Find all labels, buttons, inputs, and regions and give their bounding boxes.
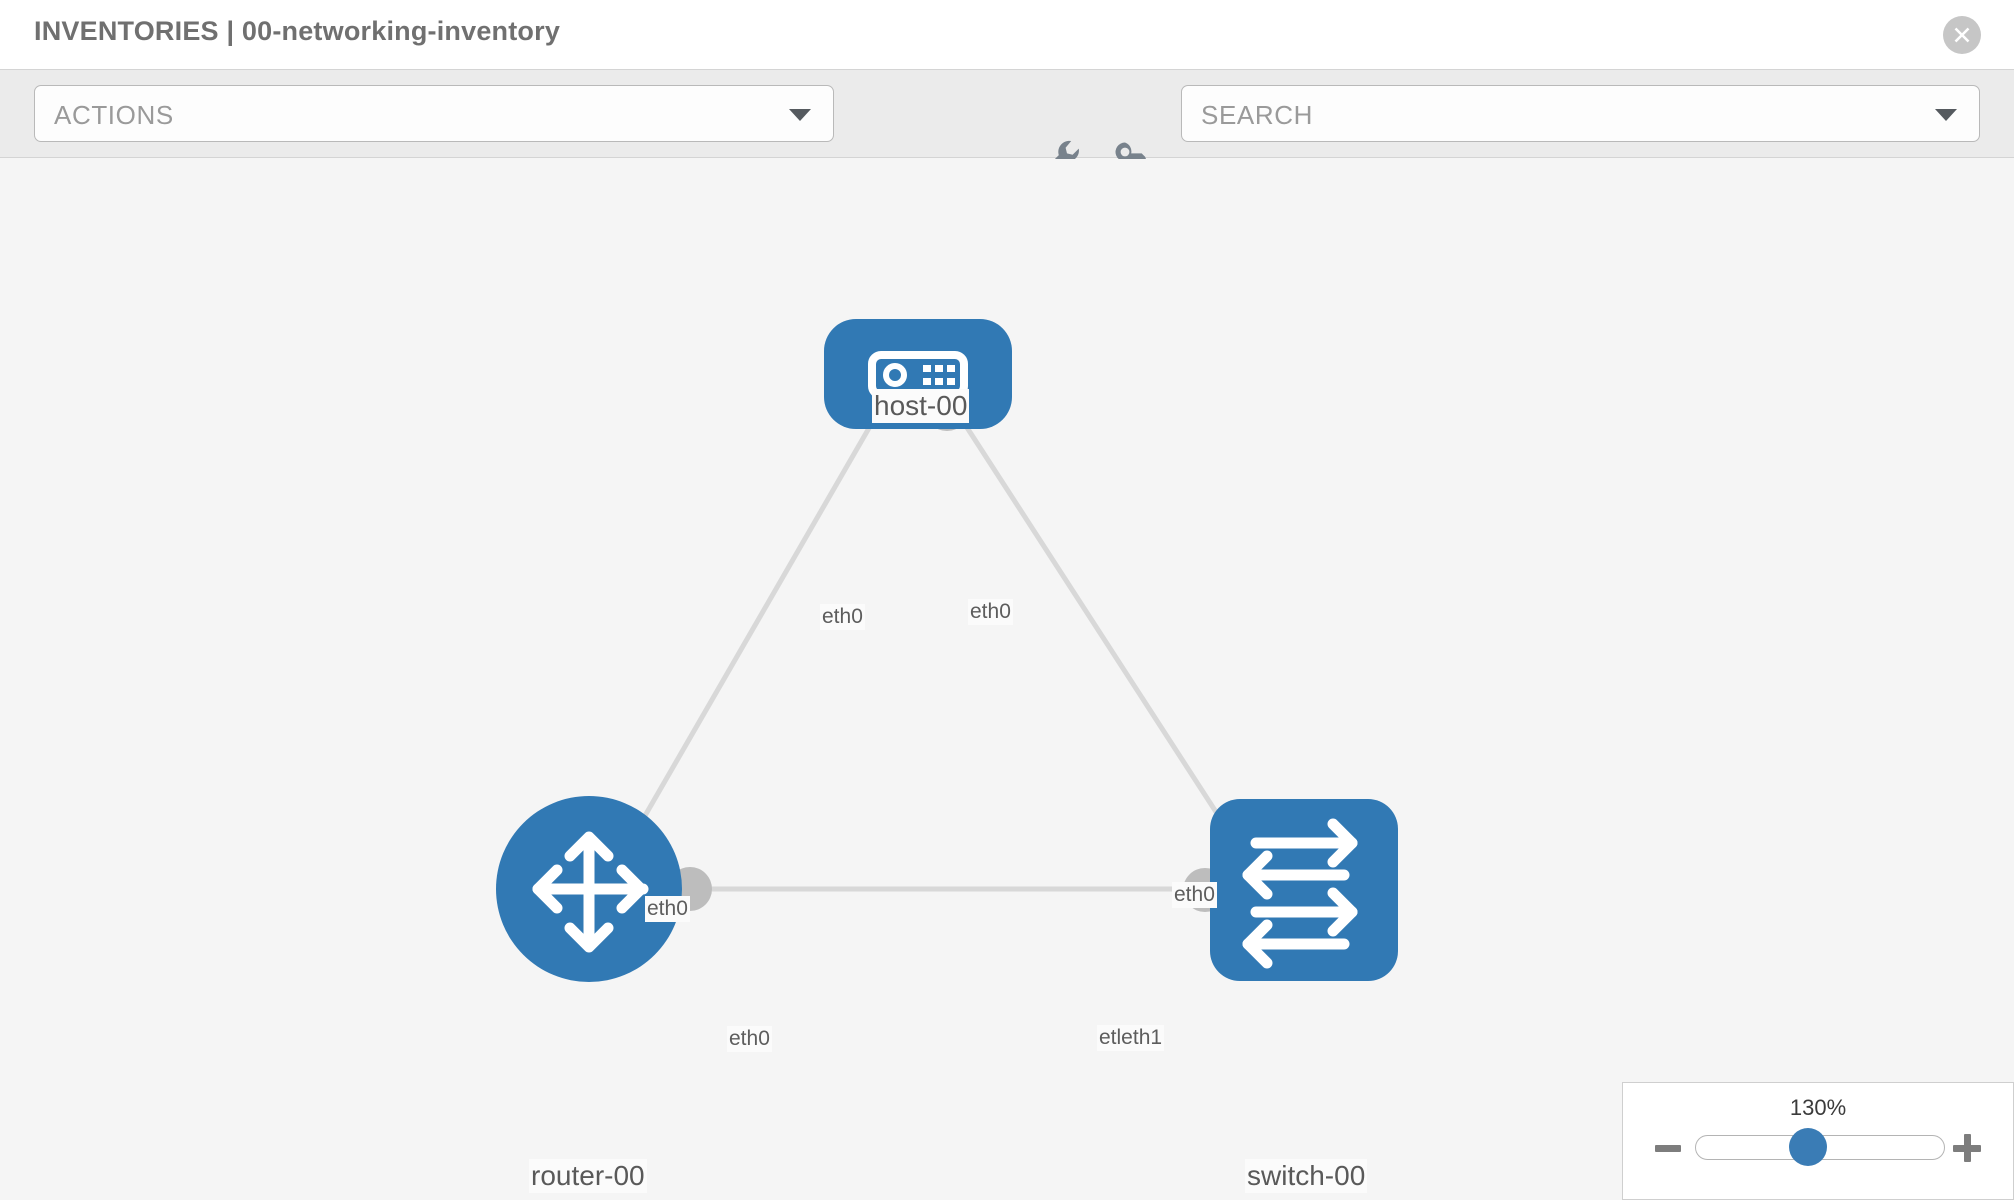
topology-graph — [496, 319, 1398, 982]
node-label-switch-00: switch-00 — [1245, 1159, 1368, 1193]
toolbar: ACTIONS SEARCH — [0, 69, 2014, 173]
actions-dropdown-value: ACTIONS — [54, 100, 174, 130]
node-label-router-00: router-00 — [529, 1159, 647, 1193]
topology-canvas[interactable]: host-00 router-00 switch-00 eth0 eth0 et… — [0, 159, 2014, 1200]
plus-icon[interactable] — [1953, 1134, 1981, 1162]
edge-host00-router00 — [617, 407, 883, 861]
zoom-slider-thumb[interactable] — [1789, 1128, 1827, 1166]
edge-host00-switch00 — [952, 407, 1243, 851]
zoom-control-panel: 130% — [1622, 1082, 2014, 1200]
topology-edges — [617, 407, 1243, 892]
close-icon[interactable] — [1943, 16, 1981, 54]
node-router-00 — [496, 796, 682, 982]
edge-label: eth0 — [820, 604, 865, 630]
minus-icon[interactable] — [1655, 1145, 1681, 1152]
zoom-level-value: 130% — [1789, 1095, 1847, 1120]
actions-dropdown[interactable]: ACTIONS — [34, 85, 834, 142]
chevron-down-icon — [789, 109, 811, 121]
edge-label: etleth1 — [1097, 1025, 1165, 1051]
edge-label: eth0 — [1172, 882, 1217, 908]
router-icon — [532, 831, 649, 953]
switch-icon — [1242, 818, 1358, 969]
edge-label: eth0 — [727, 1026, 772, 1052]
edge-label: eth0 — [968, 599, 1013, 625]
node-switch-00 — [1210, 799, 1398, 981]
search-input[interactable]: SEARCH — [1181, 85, 1980, 142]
chevron-down-icon — [1935, 109, 1957, 121]
search-input-value: SEARCH — [1201, 100, 1313, 130]
page-header: INVENTORIES | 00-networking-inventory — [0, 0, 2014, 69]
node-label-host-00: host-00 — [872, 389, 970, 423]
edge-label: eth0 — [645, 896, 690, 922]
topology-connectors — [668, 387, 1256, 912]
page-title: INVENTORIES | 00-networking-inventory — [34, 16, 561, 46]
